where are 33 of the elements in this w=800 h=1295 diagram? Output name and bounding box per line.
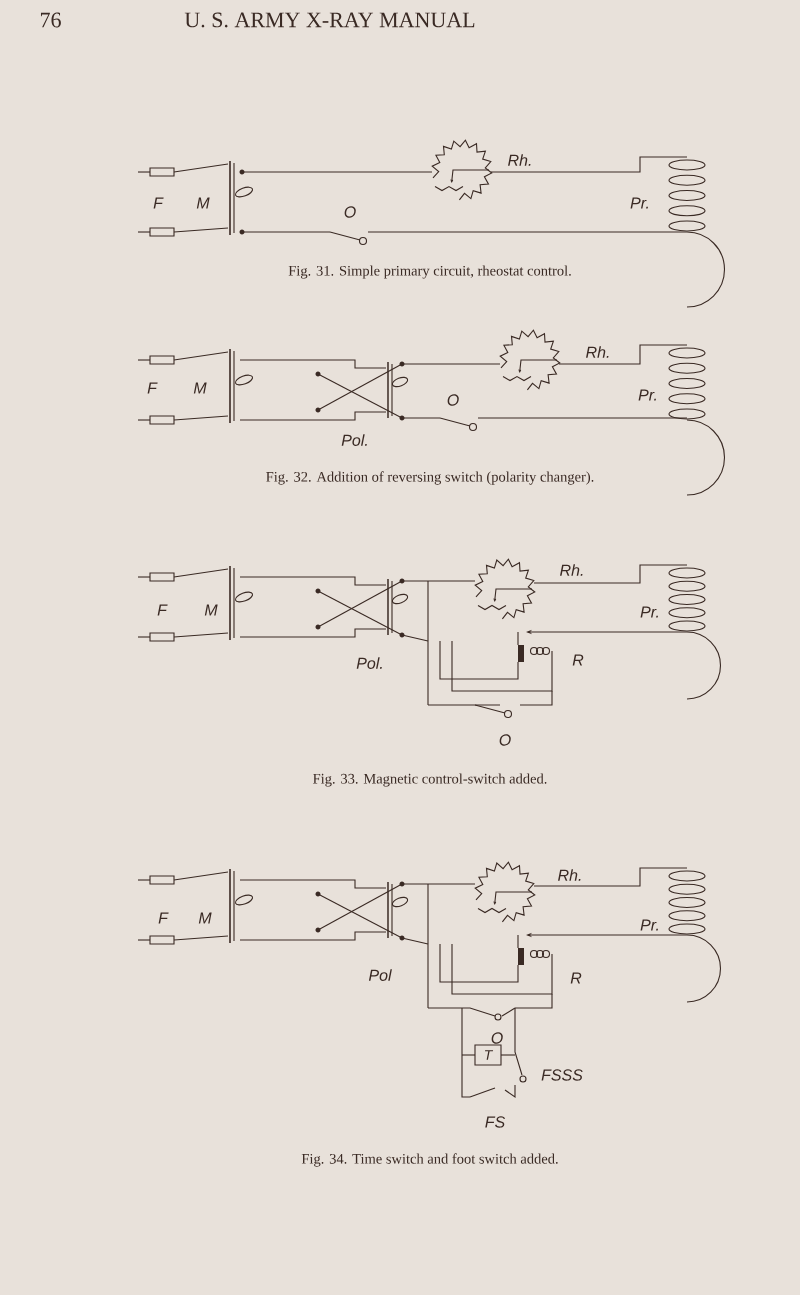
component-label: Pr. <box>640 919 658 931</box>
component-label: Pr. <box>640 606 658 618</box>
figure-caption: Fig. 31. Simple primary circuit, rheostat control. <box>288 265 571 279</box>
component-label: M <box>204 604 218 616</box>
figure-caption: Fig. 34. Time switch and foot switch added. <box>301 1153 558 1167</box>
component-label: F <box>153 197 164 209</box>
component-label: R <box>572 654 584 666</box>
component-label: M <box>196 197 210 209</box>
component-label: F <box>158 912 169 924</box>
component-label: Rh. <box>558 869 581 881</box>
running-head: U. S. ARMY X-RAY MANUAL <box>184 12 475 28</box>
component-label: O <box>447 394 459 406</box>
component-label: Pr. <box>630 197 648 209</box>
component-label: FS <box>485 1116 506 1128</box>
component-label: FSSS <box>541 1069 583 1081</box>
component-label: Pr. <box>638 389 656 401</box>
component-label: R <box>570 972 582 984</box>
component-label: M <box>193 382 207 394</box>
figure-caption: Fig. 33. Magnetic control-switch added. <box>313 773 547 787</box>
component-label: O <box>344 206 356 218</box>
component-label: Pol. <box>341 434 367 446</box>
figure-caption: Fig. 32. Addition of reversing switch (polarity changer). <box>266 471 594 485</box>
page-number: 76 <box>41 12 61 28</box>
component-label: Pol <box>368 969 392 981</box>
component-label: Rh. <box>508 154 531 166</box>
timer-box: T <box>474 1044 502 1066</box>
component-label: Rh. <box>560 564 583 576</box>
component-label: M <box>198 912 212 924</box>
component-label: Pol. <box>356 657 382 669</box>
component-label: Rh. <box>586 346 609 358</box>
component-label: O <box>499 734 511 746</box>
component-label: F <box>147 382 158 394</box>
component-label: F <box>157 604 168 616</box>
